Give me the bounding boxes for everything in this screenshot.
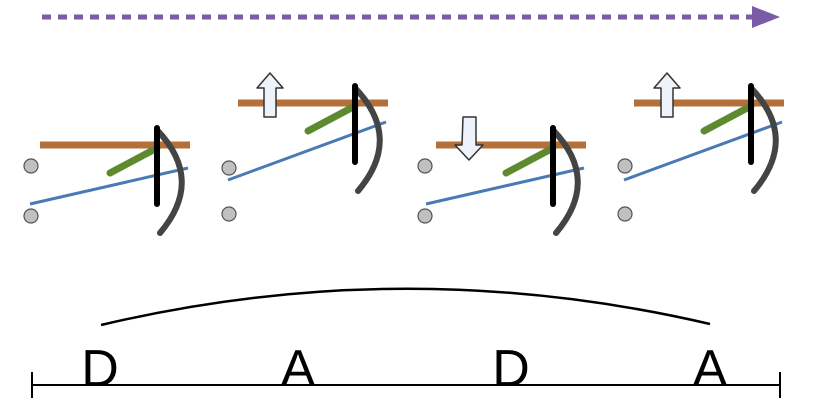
circle-icon [617,158,633,174]
circle-icon [417,208,433,224]
circle-icon [23,158,39,174]
curved-arm [352,85,383,194]
green-segment [502,144,557,177]
blue-line [29,166,189,206]
bottom-axis [31,372,781,398]
unit-4 [617,83,784,222]
unit-3 [417,125,586,236]
unit-2 [221,83,388,222]
dashed-right-arrow-icon [752,6,780,28]
circle-icon [417,158,433,174]
phase-label: A [281,340,316,398]
circle-icon [221,206,237,222]
down-arrow-icon [454,116,484,161]
blue-line [425,166,585,206]
circle-icon [221,160,237,176]
phase-label: D [492,340,530,398]
blue-line [227,120,387,182]
blue-line [623,120,783,182]
green-segment [304,102,359,135]
phase-span-arc [100,287,711,327]
timeline-arrow [42,6,780,28]
unit-1 [23,125,190,236]
phase-label: D [81,340,119,398]
phase-label: A [693,340,728,398]
curved-arm [154,127,185,236]
curved-arm [748,85,779,194]
green-segment [106,144,161,177]
up-arrow-icon [256,72,284,118]
curved-arm [550,127,581,236]
circle-icon [617,206,633,222]
up-arrow-icon [653,72,681,118]
green-segment [700,102,755,135]
circle-icon [23,208,39,224]
